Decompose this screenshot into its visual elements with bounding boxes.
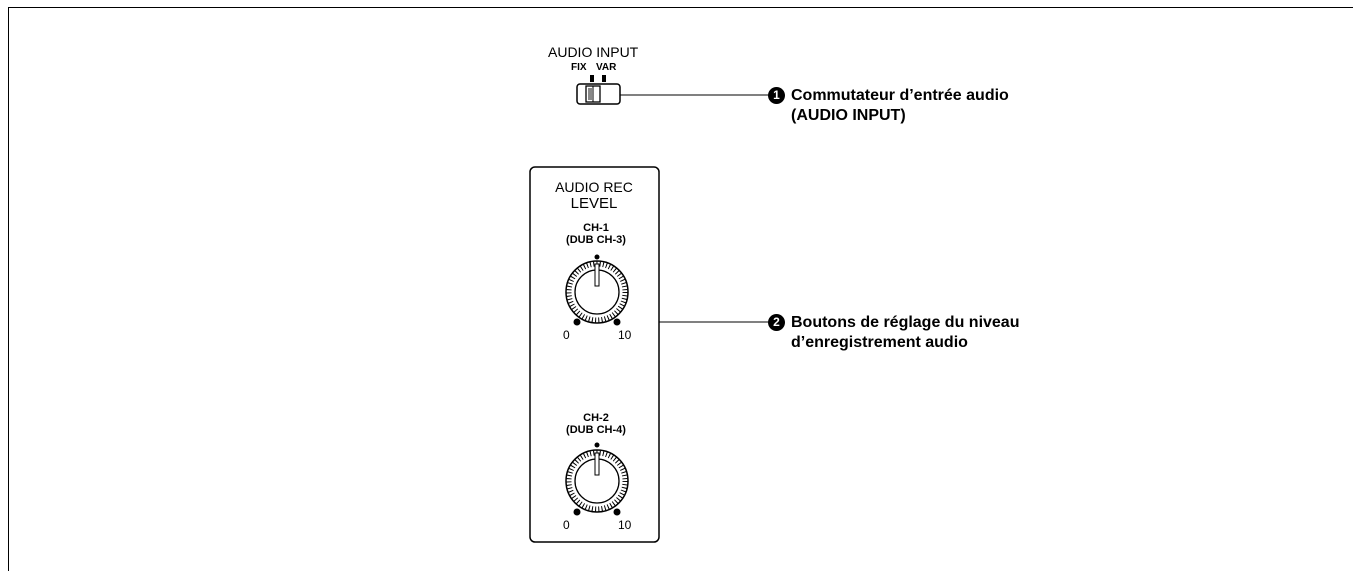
callout-number-2: 2 [768, 314, 785, 331]
ch2-label: CH-2 [583, 412, 609, 424]
callout-2: 2 Boutons de réglage du niveau d’enregist… [768, 313, 1019, 353]
ch2-level-knob[interactable] [565, 442, 629, 516]
ch1-scale-max: 10 [618, 328, 632, 342]
callout-2-line2: d’enregistrement audio [791, 334, 968, 351]
audio-rec-level-title-line2: LEVEL [570, 195, 618, 212]
callout-1-line1: Commutateur d’entrée audio [791, 87, 1009, 104]
callout-1-line2: (AUDIO INPUT) [791, 107, 906, 124]
callout-1: 1 Commutateur d’entrée audio (AUDIO INPUT… [768, 86, 1009, 126]
ch1-dub-label: (DUB CH-3) [566, 234, 626, 246]
ch2-dub-label: (DUB CH-4) [566, 424, 626, 436]
ch1-level-knob[interactable] [565, 254, 629, 326]
callout-number-1: 1 [768, 87, 785, 104]
callout-2-line1: Boutons de réglage du niveau [791, 314, 1020, 331]
var-label: VAR [596, 62, 617, 73]
ch2-scale-min: 0 [563, 518, 570, 532]
fix-label: FIX [571, 62, 587, 73]
ch1-scale-min: 0 [563, 328, 570, 342]
audio-input-title: AUDIO INPUT [548, 44, 639, 60]
figure-frame [8, 7, 1353, 571]
audio-rec-level-title-line1: AUDIO REC [555, 179, 633, 195]
ch1-label: CH-1 [583, 222, 609, 234]
audio-rec-level-panel [529, 166, 660, 543]
audio-input-switch[interactable] [576, 75, 621, 105]
ch2-scale-max: 10 [618, 518, 632, 532]
